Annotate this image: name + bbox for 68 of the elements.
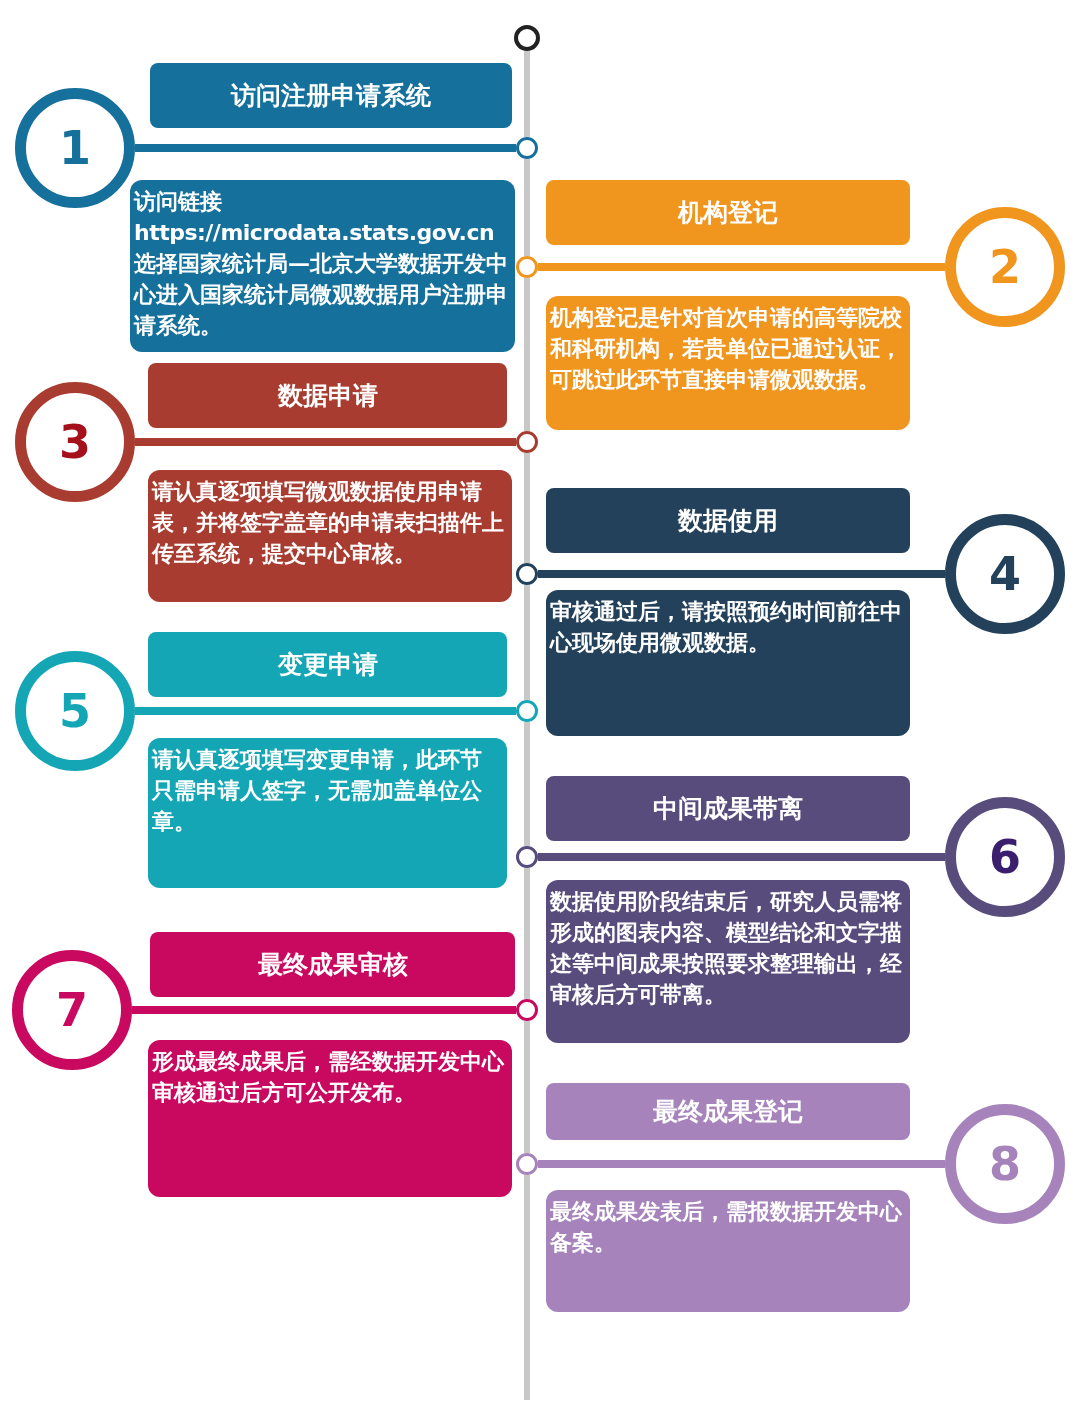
- step-number: 3: [59, 415, 91, 469]
- step-number: 7: [56, 983, 88, 1037]
- step-card: [148, 470, 512, 602]
- timeline-line: [524, 51, 530, 137]
- connector-line: [135, 144, 516, 152]
- step-card: [546, 1190, 910, 1312]
- step-header-bar: [148, 363, 507, 428]
- step-header-bar: [546, 180, 910, 245]
- step-description: 机构登记是针对首次申请的高等院校和科研机构，若贵单位已通过认证，可跳过此环节直接申请微观数据。: [550, 304, 903, 394]
- step-header-bar: [546, 488, 910, 553]
- timeline-dot: [516, 1153, 538, 1175]
- connector-line: [538, 263, 945, 271]
- step-card: [546, 590, 910, 736]
- timeline-dot: [516, 846, 538, 868]
- timeline-line: [524, 1021, 530, 1153]
- step-title: 最终成果审核: [257, 949, 408, 981]
- timeline-line: [524, 585, 530, 700]
- timeline-line: [524, 159, 530, 256]
- step-description: 形成最终成果后，需经数据开发中心审核通过后方可公开发布。: [152, 1048, 505, 1107]
- step-card: [148, 1040, 512, 1197]
- timeline-dot: [516, 137, 538, 159]
- connector-line: [132, 1006, 516, 1014]
- step-description: 数据使用阶段结束后，研究人员需将形成的图表内容、模型结论和文字描述等中间成果按照要求整理输出，经审核后方可带离。: [550, 888, 903, 1009]
- step-card: [546, 880, 910, 1043]
- step-header-bar: [150, 63, 512, 128]
- timeline-start-circle: [514, 25, 540, 51]
- step-number: 6: [989, 830, 1021, 884]
- timeline-dot: [516, 431, 538, 453]
- step-number: 2: [989, 240, 1021, 294]
- step-header-bar: [148, 632, 507, 697]
- step-title: 最终成果登记: [653, 1096, 803, 1128]
- timeline-dot: [516, 700, 538, 722]
- timeline-dot: [516, 999, 538, 1021]
- step-card: [546, 296, 910, 430]
- step-card: [148, 738, 507, 888]
- step-title: 中间成果带离: [653, 793, 803, 825]
- step-header-bar: [546, 776, 910, 841]
- step-description: 访问链接: [134, 188, 223, 216]
- step-description: 请认真逐项填写变更申请，此环节只需申请人签字，无需加盖单位公章。: [152, 746, 483, 836]
- step-description: 选择国家统计局—北京大学数据开发中心进入国家统计局微观数据用户注册申请系统。: [134, 250, 509, 340]
- timeline-line: [524, 722, 530, 846]
- step-title: 数据使用: [678, 505, 778, 537]
- timeline-dot: [516, 256, 538, 278]
- connector-line: [135, 438, 516, 446]
- timeline-line: [524, 453, 530, 563]
- connector-line: [538, 853, 945, 861]
- step-title: 数据申请: [277, 380, 378, 412]
- step-description: 审核通过后，请按照预约时间前往中心现场使用微观数据。: [550, 598, 903, 657]
- connector-line: [135, 707, 516, 715]
- step-number: 1: [59, 121, 91, 175]
- timeline-line: [524, 278, 530, 431]
- timeline-line: [524, 868, 530, 999]
- timeline-dot: [516, 563, 538, 585]
- step-number: 8: [989, 1137, 1021, 1191]
- step-description: 最终成果发表后，需报数据开发中心备案。: [550, 1198, 903, 1257]
- step-header-bar: [546, 1083, 910, 1140]
- step-card: [130, 180, 515, 352]
- step-number: 5: [59, 684, 91, 738]
- connector-line: [538, 570, 945, 578]
- connector-line: [538, 1160, 945, 1168]
- step-description: 请认真逐项填写微观数据使用申请表，并将签字盖章的申请表扫描件上传至系统，提交中心审核。: [152, 478, 505, 568]
- timeline-line: [524, 1175, 530, 1400]
- step-title: 机构登记: [678, 197, 778, 229]
- link-text: https://microdata.stats.gov.cn: [134, 219, 496, 247]
- step-title: 变更申请: [277, 649, 378, 681]
- step-title: 访问注册申请系统: [231, 80, 431, 112]
- step-header-bar: [150, 932, 515, 997]
- step-number: 4: [989, 547, 1021, 601]
